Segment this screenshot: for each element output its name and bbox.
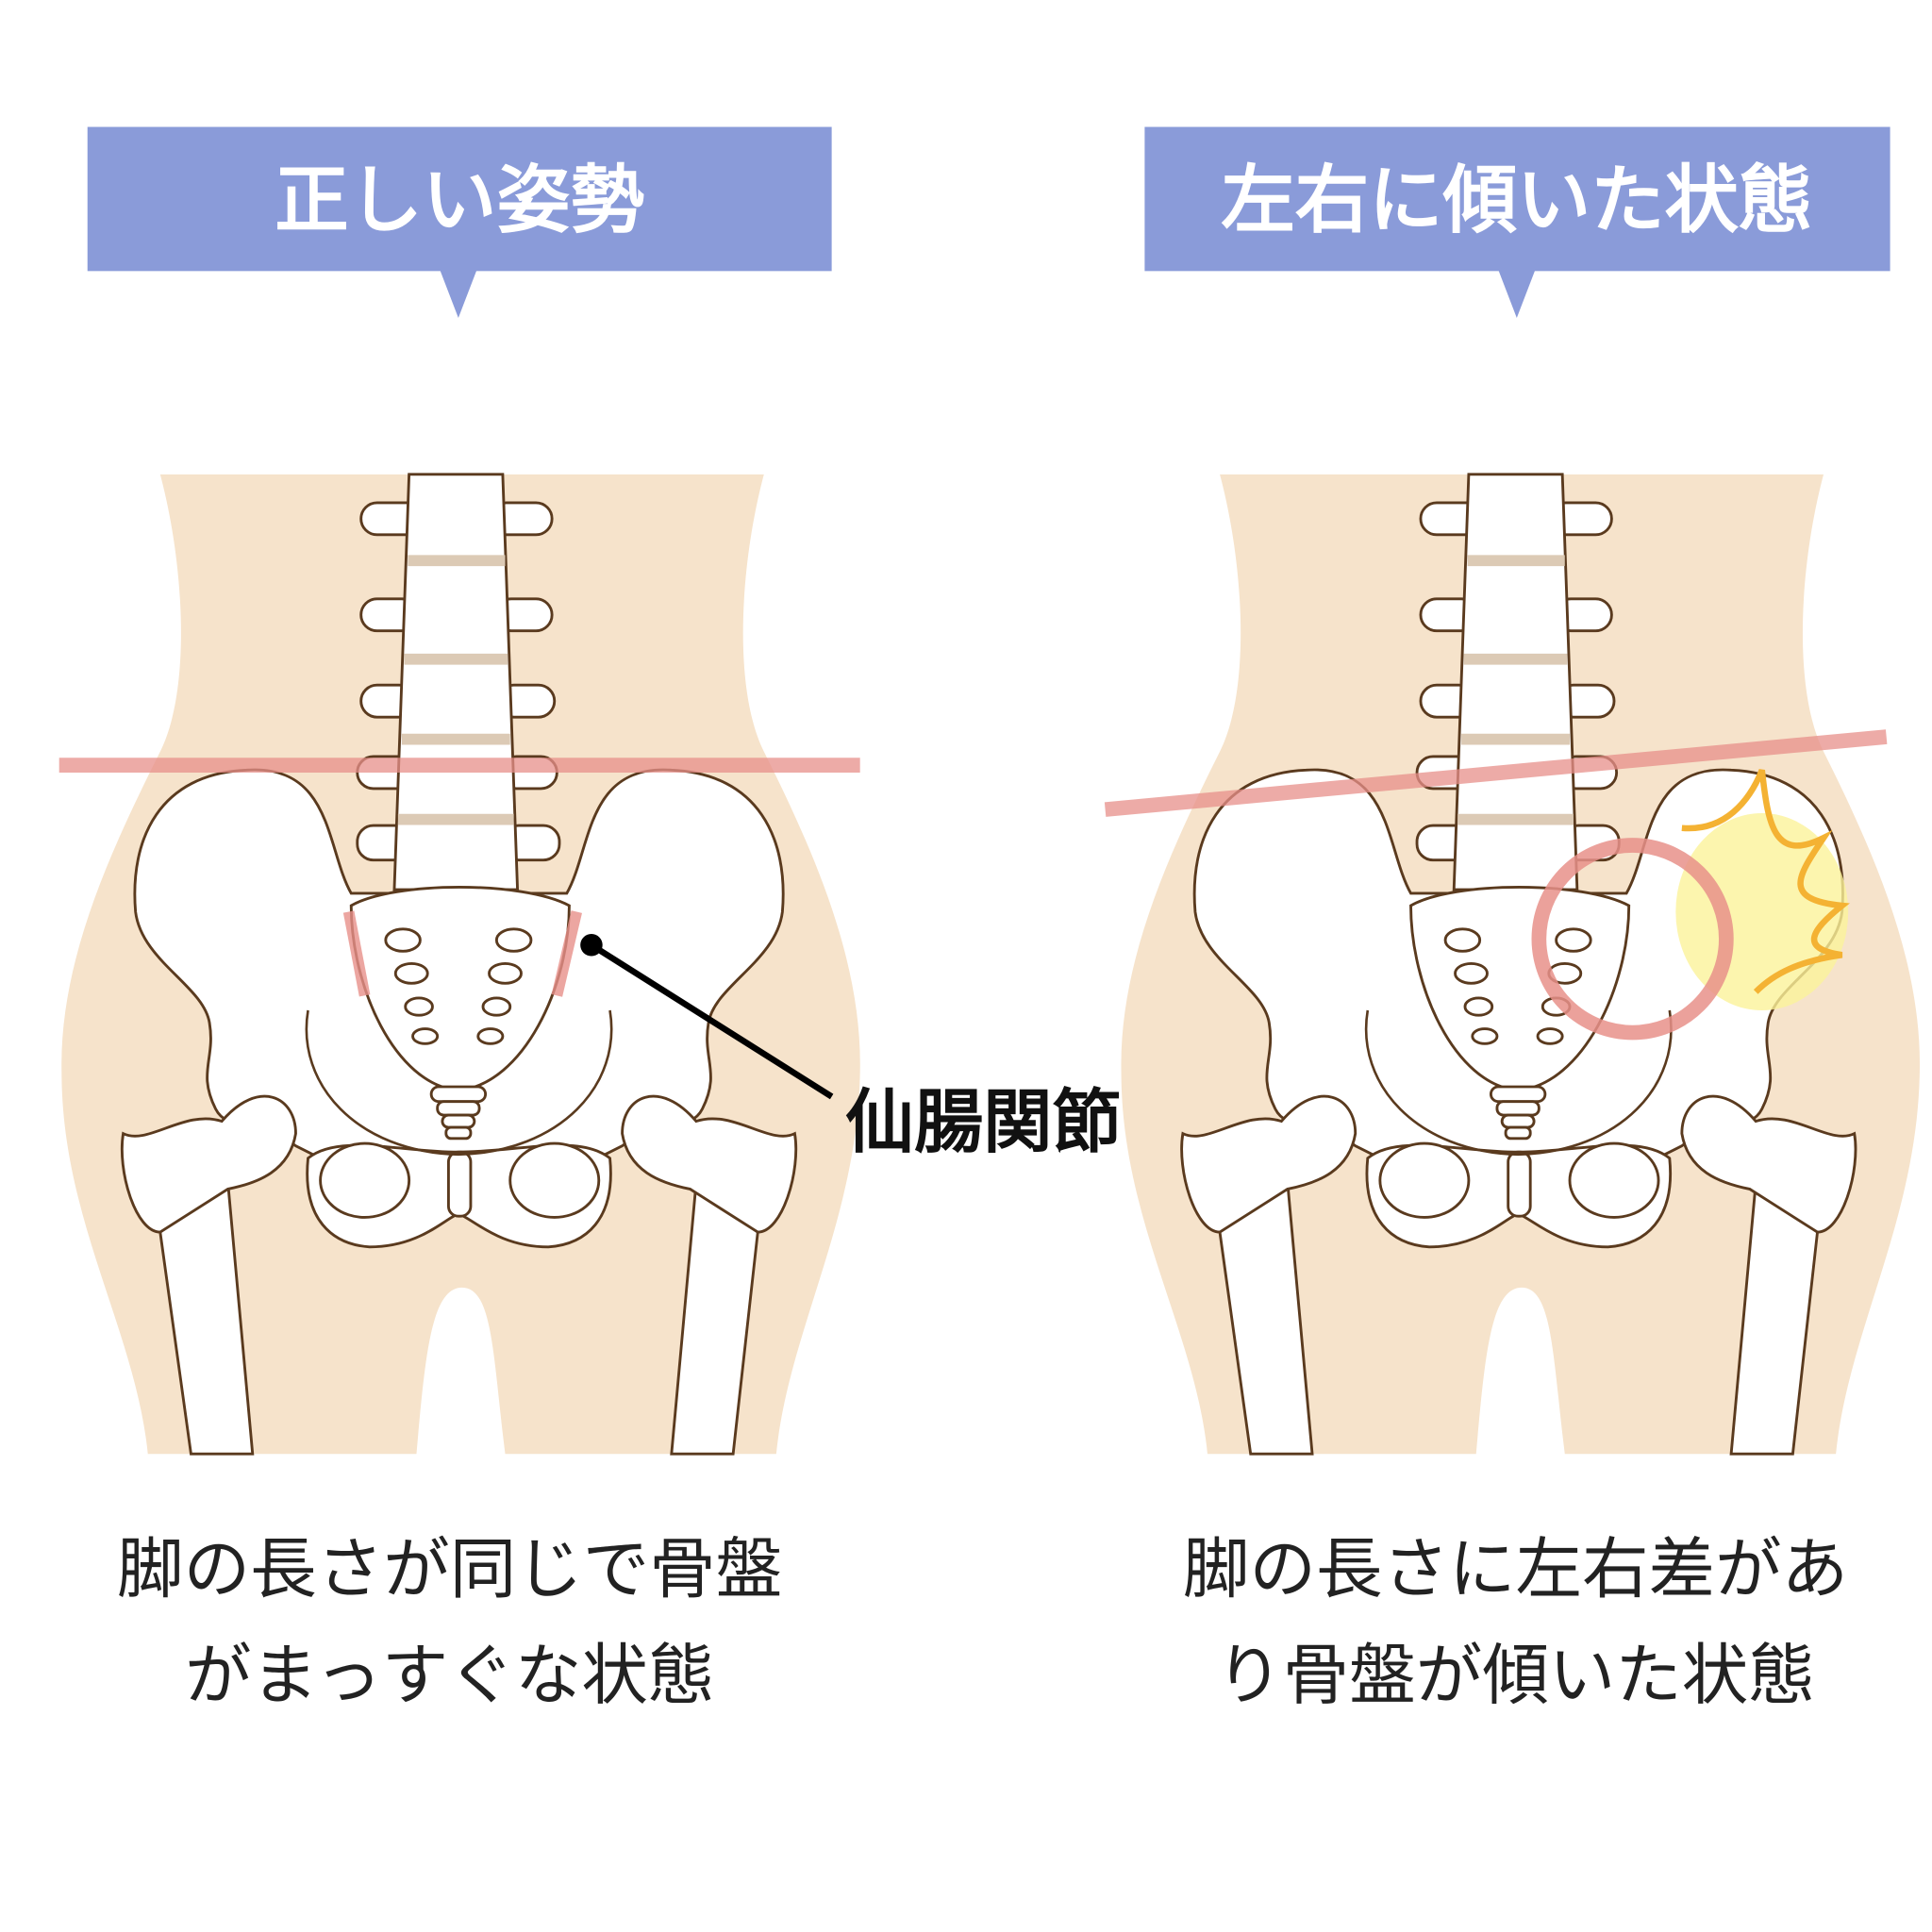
sacroiliac-joint-pointer bbox=[580, 934, 834, 1100]
right-caption-line-2: り骨盤が傾いた状態 bbox=[1216, 1637, 1815, 1714]
right-title: 左右に傾いた状態 bbox=[1221, 158, 1812, 243]
sacroiliac-joint-pain-circle bbox=[1531, 838, 1734, 1041]
left-header-callout: 正しい姿勢 bbox=[87, 126, 832, 318]
left-caption-line-2: がまっすぐな状態 bbox=[185, 1637, 714, 1714]
left-title: 正しい姿勢 bbox=[275, 158, 644, 243]
left-panel: 正しい姿勢 仙腸関節 脚の長さが同じで骨盤 がまっすぐな状態 bbox=[59, 126, 1122, 1714]
right-panel: 左右に傾いた状態 脚の長さに左右差があ り骨盤が傾いた状態 bbox=[1104, 126, 1920, 1714]
sacroiliac-joint-highlight bbox=[342, 910, 582, 997]
right-tilted-level-line bbox=[1104, 729, 1888, 817]
right-header-callout: 左右に傾いた状態 bbox=[1144, 126, 1890, 318]
left-caption-line-1: 脚の長さが同じで骨盤 bbox=[117, 1531, 782, 1608]
right-caption-line-1: 脚の長さに左右差があ bbox=[1183, 1531, 1848, 1608]
sacroiliac-joint-label: 仙腸関節 bbox=[845, 1083, 1122, 1163]
left-pelvis-illustration bbox=[61, 475, 860, 1454]
